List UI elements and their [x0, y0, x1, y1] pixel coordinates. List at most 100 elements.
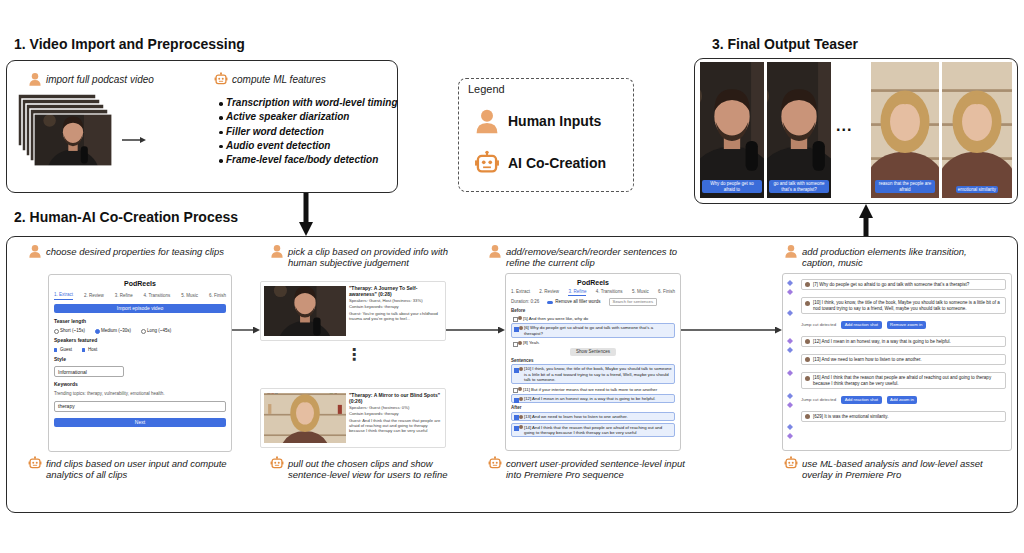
transition-diamond [787, 402, 793, 408]
transition-diamond [787, 338, 793, 344]
ui-screenshot: [7] Why do people get so afraid to go an… [782, 273, 1012, 451]
ui-text: Speakers featured [54, 337, 226, 343]
section-text: pick a clip based on provided info with … [288, 246, 458, 269]
video-thumbnail-stack [34, 114, 112, 166]
clip-thumbnail [264, 377, 346, 459]
ui-text: 2. Review [84, 293, 104, 299]
ui-text: 1. Extract [54, 292, 73, 299]
clip-info: Guest: And I think that the reason that … [349, 418, 442, 433]
ui-text: Short (~15s) [54, 328, 85, 333]
ui-text: Sentences [511, 358, 675, 363]
section-box: 1. Video Import and Preprocessingimport … [6, 60, 398, 193]
process-arrow [122, 139, 140, 141]
section-box: 2. Human-AI Co-Creation Processchoose de… [6, 236, 1018, 513]
teaser-frame [731, 62, 867, 198]
role-icon [271, 456, 284, 467]
button-label: Informational [58, 369, 120, 375]
ui-text: 4. Transitions [596, 289, 623, 295]
step-arrow [232, 329, 253, 330]
caption-box: Why do people get so afraid to [702, 180, 762, 193]
caption-text: go and talk with someone that's a therap… [771, 181, 827, 192]
transition-diamond [787, 289, 793, 295]
teaser-frame [909, 62, 1024, 198]
ui-dropdown: Informational [54, 366, 124, 377]
transition-diamond [787, 393, 793, 399]
clip-card: "Therapy: A Journey To Self-awareness" (… [260, 281, 446, 341]
role-icon [29, 456, 42, 467]
ui-text: [8] Yeah. [511, 339, 675, 346]
ui-text: 2. Review [539, 289, 559, 295]
clip-info: Speakers: Guest (hostness: 0%) [349, 405, 442, 410]
flow-arrow [864, 218, 869, 236]
sentence-text: Jump cut detected [801, 397, 836, 402]
ui-button: Add zoom in [887, 396, 918, 404]
section-text: use ML-based analysis and low-level asse… [802, 458, 1002, 481]
ui-text: 1. Extract [511, 289, 530, 295]
section-text: add production elements like transition,… [802, 246, 1002, 269]
video-thumbnail-stack [34, 101, 112, 179]
role-icon [29, 73, 40, 86]
caption-text: reason that the people are afraid [877, 181, 933, 192]
role-icon [785, 245, 796, 258]
section-heading: 3. Final Output Teaser [712, 36, 858, 53]
ui-button: Import episode video [54, 304, 226, 313]
ui-text: 3. Refine [115, 293, 133, 299]
ui-text: 3. Refine [568, 289, 586, 296]
ui-text: Teaser length [54, 318, 226, 324]
transition-diamond [787, 280, 793, 439]
clip-thumbnail [264, 270, 346, 352]
role-icon [489, 245, 500, 258]
legend-text: AI Co-Creation [508, 155, 606, 171]
sentence-text: [629] It is was the emotional similarity… [801, 411, 1006, 422]
transition-diamond [787, 280, 793, 286]
sentence-text: [12] And I mean in an honest way, in a w… [801, 336, 1006, 347]
caption-box: go and talk with someone that's a therap… [769, 180, 829, 193]
clip-info: Guest: You're going to talk about your c… [349, 311, 442, 321]
ui-text: [12] And I mean in an honest way, in a w… [511, 394, 675, 403]
caption-box: reason that the people are afraid [875, 180, 935, 193]
legend-box: Human Inputs AI Co-Creation [458, 78, 634, 192]
sentence-text: [16] And I think that the reason that pe… [801, 372, 1006, 389]
transition-diamond [787, 424, 793, 430]
section-text: Active speaker diarization [218, 111, 349, 123]
ui-button: Show Sentences [570, 348, 616, 356]
transition-diamond [787, 370, 793, 376]
ui-text: Search for sentences [609, 298, 658, 306]
clip-info: Speakers: Guest, Host (hostness: 33%) [349, 298, 442, 303]
transition-diamond [787, 433, 793, 439]
button-label: Next [58, 419, 222, 425]
step-arrow [681, 329, 775, 330]
ui-button: Add reaction shot [841, 321, 881, 329]
ui-text: 6. Finish [658, 289, 675, 295]
section-text: Filler word detection [218, 126, 324, 138]
section-text: Audio event detection [218, 140, 330, 152]
clip-info: Contain keywords: therapy [349, 411, 442, 416]
sentence-text: [7] Why do people get so afraid to go an… [801, 279, 1006, 290]
transition-diamond [787, 310, 793, 316]
ui-text: [5] And then you were like, why do [511, 315, 675, 322]
button-label: Add zoom in [890, 397, 914, 402]
ui-text: PodReels [54, 280, 226, 288]
section-text: convert user-provided sentence-level inp… [506, 458, 696, 481]
legend-text: Human Inputs [508, 113, 601, 129]
ui-input: therapy [54, 401, 226, 412]
ui-text: Style [54, 356, 226, 362]
role-icon [29, 245, 40, 258]
button-label: Show Sentences [576, 349, 610, 354]
ellipsis: ⋮ [346, 345, 362, 364]
role-icon [489, 456, 502, 467]
section-text: add/remove/search/reorder sentences to r… [506, 246, 696, 269]
button-label: Import episode video [58, 305, 222, 311]
role-icon [475, 151, 499, 172]
ui-screenshot: PodReels1. Extract2. Review3. Refine4. T… [48, 274, 232, 452]
ui-text: PodReels [511, 279, 675, 287]
button-label: therapy [58, 403, 222, 409]
section-text: 1. Video Import and Preprocessing [14, 36, 245, 53]
ui-text: Before [511, 308, 675, 313]
legend-entry: Human Inputs [508, 113, 601, 130]
section-text: 2. Human-AI Co-Creation Process [14, 209, 238, 226]
ui-text: [10] I think, you know, the title of the… [511, 364, 675, 383]
section-text: pull out the chosen clips and show sente… [288, 458, 468, 481]
role-icon [215, 72, 228, 83]
ui-button: Add reaction shot [841, 396, 881, 404]
